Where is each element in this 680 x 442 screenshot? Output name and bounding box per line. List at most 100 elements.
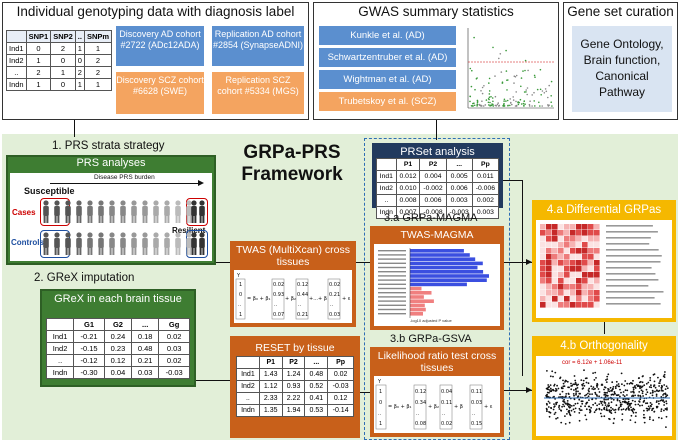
heatmap-row-label (606, 303, 661, 305)
heatmap-cell (546, 224, 552, 230)
gsva-content (374, 376, 500, 433)
heatmap-cell (546, 230, 552, 236)
svg-text:0.11: 0.11 (441, 400, 452, 406)
table-cell: 0.18 (131, 330, 160, 343)
geneset-title: Gene set curation (567, 4, 674, 19)
framework-title-line2: Framework (241, 164, 343, 185)
scatter-point (591, 388, 594, 390)
cases-label: Cases (12, 208, 36, 217)
svg-text:0.04: 0.04 (441, 389, 452, 395)
heatmap-cell (546, 248, 552, 254)
magma-bar (410, 265, 478, 270)
scatter-point (647, 405, 650, 408)
manhattan-point (517, 103, 520, 106)
heatmap-cell (540, 296, 546, 302)
scatter-point (646, 391, 649, 394)
scatter-point (658, 416, 660, 419)
manhattan-point (520, 77, 523, 79)
scatter-point (585, 408, 588, 411)
svg-text:..: .. (416, 411, 420, 417)
svg-text:0.12: 0.12 (297, 282, 308, 288)
heatmap-cell (588, 230, 594, 236)
scatter-point (662, 375, 665, 378)
person-icon (130, 232, 138, 256)
heatmap-cell (552, 290, 558, 296)
arrowhead-diff (526, 259, 532, 265)
manhattan-point (547, 96, 549, 99)
magma-bar (410, 299, 434, 303)
manhattan-point (512, 96, 514, 98)
table-cell: 0 (25, 42, 52, 55)
heatmap-cell (594, 224, 600, 230)
heatmap-cell (558, 230, 564, 236)
scatter-point (608, 390, 611, 393)
scatter-point (587, 392, 589, 395)
heatmap-cell (546, 284, 552, 290)
magma-bar (410, 312, 423, 316)
table-header-cell: P2 (281, 356, 306, 369)
table-cell: 0.010 (395, 182, 421, 195)
scatter-point (666, 408, 668, 411)
svg-text:0.21: 0.21 (329, 292, 340, 298)
manhattan-point (473, 36, 475, 39)
row-label: Ind2 (45, 342, 75, 355)
scatter-point (588, 390, 590, 393)
scatter-point (548, 389, 551, 391)
scatter-point (582, 382, 585, 385)
heatmap-cell (540, 236, 546, 242)
scatter-point (637, 403, 640, 406)
scatter-point (605, 408, 608, 410)
table-cell: -0.12 (73, 354, 105, 367)
heatmap-cell (576, 272, 582, 278)
scatter-point (624, 380, 627, 382)
table-header-cell: ... (445, 158, 473, 171)
scatter-point (545, 402, 548, 405)
scatter-point (599, 400, 602, 403)
gwas-kunkle: Kunkle et al. (AD) (319, 26, 456, 45)
scatter-point (622, 394, 625, 396)
manhattan-point (498, 57, 500, 60)
arrow-prset-to-diff (503, 180, 523, 181)
scatter-point (557, 387, 560, 390)
scatter-point (572, 393, 575, 395)
scatter-point (652, 419, 655, 422)
scatter-point (593, 379, 596, 381)
scatter-point (627, 406, 630, 409)
scatter-point (606, 395, 609, 397)
manhattan-plot-icon (462, 24, 556, 114)
heatmap-cell (540, 242, 546, 248)
scatter-point (628, 409, 630, 411)
scatter-point (558, 408, 561, 410)
scatter-point (551, 370, 554, 373)
scatter-point (619, 405, 622, 408)
scatter-point (572, 408, 575, 411)
scatter-point (660, 396, 663, 398)
magma-bar (410, 278, 487, 282)
table-cell: 0.48 (131, 342, 160, 355)
scatter-point (622, 408, 625, 410)
scatter-point (595, 377, 597, 379)
scatter-point (662, 400, 664, 402)
table-cell: 1.12 (258, 380, 283, 393)
person-icon (42, 200, 50, 224)
manhattan-point (482, 105, 485, 107)
scatter-point (660, 384, 663, 387)
scatter-point (575, 393, 577, 396)
scatter-point (645, 402, 647, 405)
heatmap-cell (576, 224, 582, 230)
heatmap-cell (588, 260, 594, 266)
heatmap-cell (594, 290, 600, 296)
scatter-point (622, 398, 625, 401)
scatter-point (606, 375, 609, 378)
scatter-point (641, 385, 644, 388)
table-cell: -0.03 (327, 380, 354, 393)
heatmap-cell (588, 266, 594, 272)
scatter-point (585, 381, 588, 384)
scatter-point (587, 382, 590, 385)
svg-text:+ ε: + ε (342, 296, 351, 302)
heatmap-cell (594, 272, 600, 278)
heatmap-cell (594, 260, 600, 266)
manhattan-point (526, 87, 529, 89)
